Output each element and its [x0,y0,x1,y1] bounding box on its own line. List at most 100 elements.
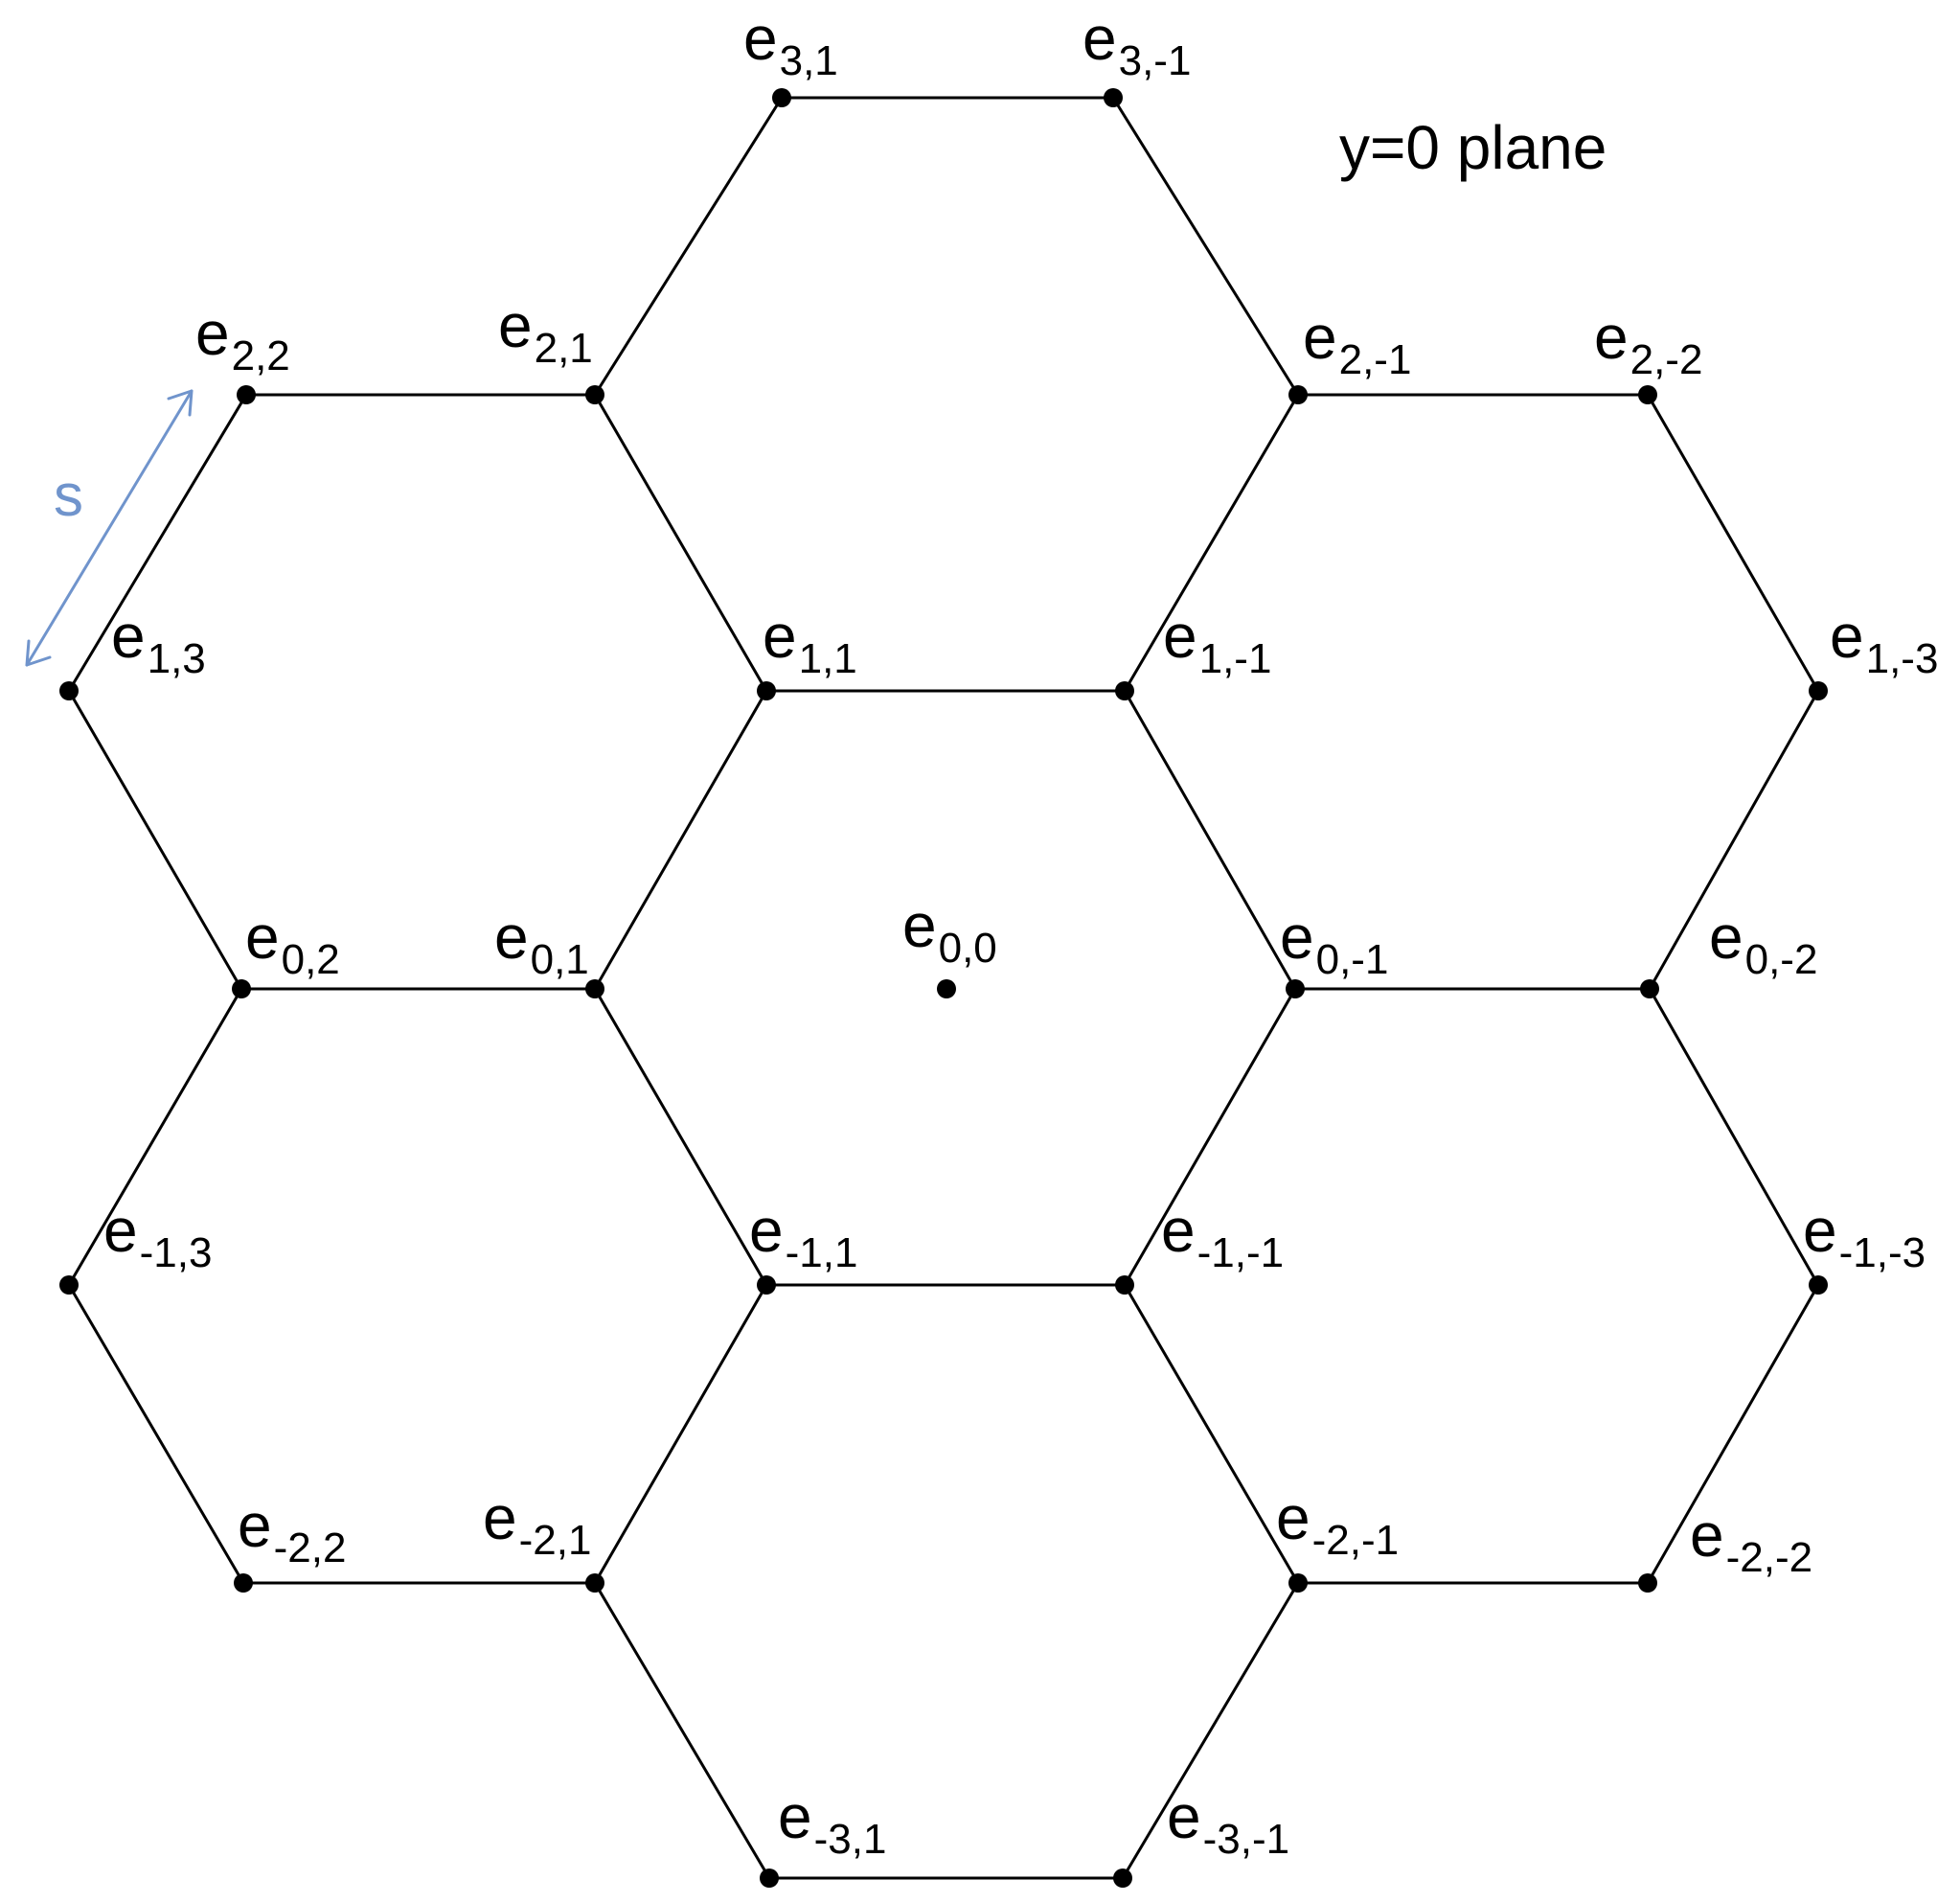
node-label-base: e [1709,903,1743,972]
node-label-base: e [498,291,533,360]
node-label-base: e [749,1196,784,1265]
node--2,1 [585,1573,604,1593]
node-label-subscript: -1,-3 [1839,1229,1926,1276]
node-label-subscript: 2,2 [232,332,290,379]
node-label-subscript: 3,1 [780,37,838,84]
node-label-subscript: -2,2 [274,1525,347,1571]
edge-2,1-to-1,1 [593,393,768,693]
node-3,-1 [1104,88,1123,107]
node--3,1 [760,1869,779,1888]
node-label--2,1: e-2,1 [483,1483,591,1564]
node-label--3,1: e-3,1 [778,1782,886,1863]
node--2,2 [234,1573,253,1593]
node-label-0,2: e0,2 [245,903,340,983]
node-label-base: e [743,4,778,73]
node-label-base: e [1163,602,1197,671]
node-label-subscript: 1,1 [799,635,857,682]
node-2,-1 [1288,385,1308,404]
node-label-subscript: -1,3 [140,1229,213,1276]
node-label-0,-2: e0,-2 [1709,903,1817,983]
node-1,-1 [1115,681,1134,700]
edge-1,3-to-0,2 [67,689,243,991]
plane-title: y=0 plane [1339,113,1607,182]
node-label-2,1: e2,1 [498,291,593,372]
edge-1,-1-to-0,-1 [1123,689,1297,991]
node--1,3 [59,1275,79,1295]
node-label-subscript: 0,2 [282,936,340,983]
node-2,-2 [1638,385,1657,404]
node--2,-2 [1638,1573,1657,1593]
edge-1,-3-to-0,-2 [1648,689,1820,991]
node-label-base: e [103,1196,138,1265]
node--1,-1 [1115,1275,1134,1295]
node-0,0 [937,979,956,998]
node-label-subscript: -2,-2 [1726,1534,1812,1581]
node-label-subscript: -2,-1 [1312,1517,1399,1564]
node-label-subscript: 2,-2 [1630,336,1703,383]
node-label-base: e [1594,303,1629,372]
node-label--1,-1: e-1,-1 [1161,1196,1284,1276]
edge-0,-2-to--1,-3 [1648,987,1820,1287]
node-1,3 [59,681,79,700]
node-label--3,-1: e-3,-1 [1167,1782,1289,1863]
node--1,-3 [1809,1275,1828,1295]
scale-indicator: s [25,389,194,667]
node-label-base: e [1803,1196,1837,1265]
node-label-1,-1: e1,-1 [1163,602,1271,682]
node-label-3,1: e3,1 [743,4,838,84]
node-0,1 [585,979,604,998]
node-label-subscript: 0,-1 [1316,936,1389,983]
edge-2,2-to-1,3 [67,393,248,693]
node--2,-1 [1288,1573,1308,1593]
node-label-base: e [763,602,797,671]
node-label-base: e [1690,1501,1724,1570]
node-3,1 [772,88,791,107]
node-label--2,-2: e-2,-2 [1690,1501,1812,1581]
node-label-base: e [1167,1782,1201,1851]
node-label-3,-1: e3,-1 [1083,4,1191,84]
scale-arrow-shaft [25,389,194,667]
edge-3,-1-to-2,-1 [1111,96,1300,397]
node-label-subscript: 0,1 [531,936,589,983]
node-label--1,3: e-1,3 [103,1196,212,1276]
node-label-base: e [111,602,146,671]
node-label-subscript: -1,-1 [1197,1229,1284,1276]
node-label-subscript: 0,-2 [1745,936,1818,983]
node-2,2 [237,385,256,404]
node-label--2,2: e-2,2 [238,1491,346,1571]
node-label-subscript: 1,-3 [1866,635,1939,682]
edge--1,-1-to--2,-1 [1123,1283,1300,1585]
node-label-base: e [1083,4,1117,73]
node-0,-1 [1286,979,1305,998]
node-label-2,-2: e2,-2 [1594,303,1702,383]
edge-1,1-to-0,1 [593,689,768,991]
edge--1,-3-to--2,-2 [1646,1283,1820,1585]
node-label-base: e [195,299,230,368]
node-label-1,-3: e1,-3 [1830,602,1938,682]
node-label-subscript: 2,1 [535,325,593,372]
node-label-base: e [1161,1196,1196,1265]
node-label-1,1: e1,1 [763,602,857,682]
node-label-0,-1: e0,-1 [1280,903,1388,983]
node-label-subscript: 1,3 [148,635,206,682]
node-label-subscript: 2,-1 [1339,336,1412,383]
edge--2,1-to--3,1 [593,1581,771,1880]
edge--1,1-to--2,1 [593,1283,768,1585]
node-label-base: e [1280,903,1314,972]
node-label-base: e [483,1483,517,1552]
node-label-base: e [1830,602,1864,671]
node-0,2 [232,979,251,998]
node-label-subscript: -2,1 [519,1517,592,1564]
node-label-base: e [238,1491,272,1560]
scale-arrow-head-down [25,639,52,667]
edge--1,3-to--2,2 [67,1283,245,1585]
node-0,-2 [1640,979,1659,998]
edge-3,1-to-2,1 [593,96,784,397]
node-label-base: e [494,903,529,972]
lattice-nodes [59,88,1828,1888]
edge-2,-2-to-1,-3 [1646,393,1820,693]
node-label-base: e [1276,1483,1310,1552]
node-label-base: e [1303,303,1337,372]
